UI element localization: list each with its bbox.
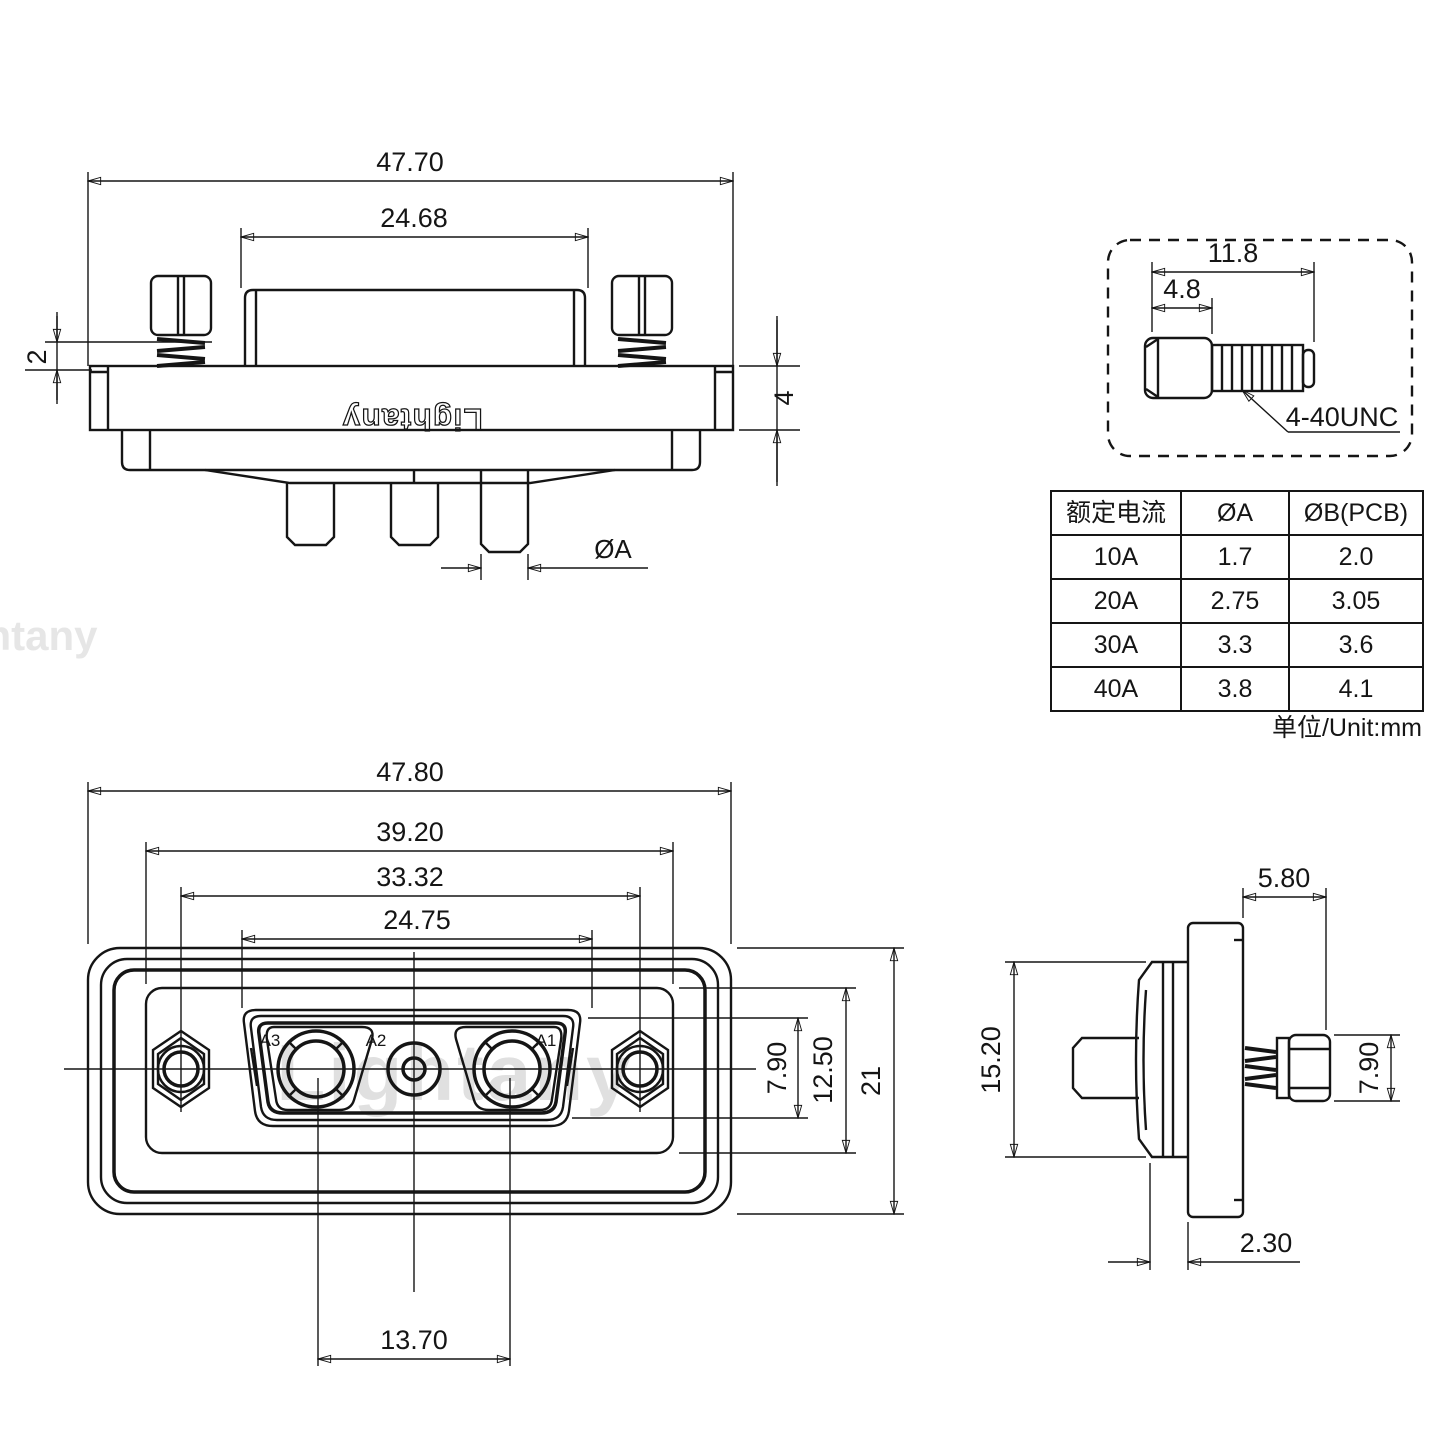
spec-header-dia-a: ØA [1180, 490, 1290, 536]
spec-cell: 2.75 [1180, 578, 1290, 624]
front-dim-overall-width: 47.80 [376, 757, 444, 787]
shell-inner [256, 1021, 568, 1115]
spec-table: 额定电流 ØA ØB(PCB) 10A 1.7 2.0 20A 2.75 3.0… [1050, 490, 1424, 712]
side-screw-thread [1244, 1046, 1277, 1090]
top-dim-flange-thickness: 4 [769, 390, 799, 405]
spec-cell: 40A [1050, 666, 1182, 712]
side-view: 5.80 15.20 7.90 2.30 [976, 863, 1400, 1270]
pin-label-a1: A1 [536, 1031, 557, 1050]
front-boss [144, 986, 675, 1155]
front-dim-boss-width: 39.20 [376, 817, 444, 847]
front-dim-power-pitch: 13.70 [380, 1325, 448, 1355]
side-dim-front-depth: 5.80 [1258, 863, 1311, 893]
thumbscrew [1143, 336, 1316, 400]
spec-cell: 3.3 [1180, 622, 1290, 668]
solder-pin-left [285, 483, 336, 547]
spec-row-30a: 30A 3.3 3.6 [1050, 622, 1424, 668]
contact-a1 [472, 1029, 552, 1109]
jackscrew-right [610, 274, 674, 368]
top-dim-standoff: 2 [22, 349, 52, 364]
top-dim-insert-width: 24.68 [380, 203, 448, 233]
watermark-edge-text: Lightany [0, 612, 98, 659]
spec-cell: 3.05 [1288, 578, 1424, 624]
spec-cell: 2.0 [1288, 534, 1424, 580]
side-contact-pin [1071, 1036, 1139, 1100]
spec-cell: 1.7 [1180, 534, 1290, 580]
solder-pin-right [479, 470, 530, 554]
shell-mid [249, 1014, 575, 1122]
spec-cell: 3.6 [1288, 622, 1424, 668]
spec-table-header-row: 额定电流 ØA ØB(PCB) [1050, 490, 1424, 536]
contact-a3 [276, 1029, 356, 1109]
front-dim-shell-height: 7.90 [762, 1042, 792, 1095]
unit-note: 单位/Unit:mm [1271, 714, 1422, 742]
front-outline-3 [112, 968, 707, 1194]
pin-label-a3: A3 [260, 1031, 281, 1050]
side-dim-rear-gap: 2.30 [1240, 1228, 1293, 1258]
front-dim-shell-width: 24.75 [383, 905, 451, 935]
side-body [1134, 960, 1188, 1159]
top-view: 47.70 24.68 2 4 ØA [22, 147, 800, 580]
spec-header-dia-b: ØB(PCB) [1288, 490, 1424, 536]
front-dim-boss-height: 12.50 [808, 1036, 838, 1104]
solder-pin-middle [389, 483, 440, 547]
side-screw-head [1287, 1033, 1332, 1103]
side-dim-body-height: 15.20 [976, 1026, 1006, 1094]
side-flange [1186, 921, 1245, 1219]
front-dim-mount-spacing: 33.32 [376, 862, 444, 892]
shell-outer [242, 1008, 582, 1128]
screw-dim-head-length: 4.8 [1163, 274, 1201, 304]
spec-cell: 3.8 [1180, 666, 1290, 712]
flange [88, 364, 735, 432]
hex-nut-right [610, 1029, 670, 1109]
side-dim-screw-head: 7.90 [1354, 1042, 1384, 1095]
front-view: 47.80 39.20 33.32 24.75 13.70 7.90 12.50… [64, 757, 904, 1366]
rear-body [120, 430, 702, 472]
front-outline-1 [86, 946, 733, 1216]
insert-cap [243, 288, 587, 366]
top-dim-overall-width: 47.70 [376, 147, 444, 177]
spec-header-current: 额定电流 [1050, 490, 1182, 536]
spec-row-20a: 20A 2.75 3.05 [1050, 578, 1424, 624]
screw-detail-view: 11.8 4.8 4-40UNC [1106, 238, 1414, 458]
detail-border [1106, 238, 1414, 458]
pocket-a1 [454, 1025, 563, 1112]
pin-label-a2: A2 [366, 1031, 387, 1050]
brand-logo: Lightany [341, 402, 482, 437]
jackscrew-left [149, 274, 213, 368]
hex-nut-left [151, 1029, 211, 1109]
top-label-pin-dia: ØA [594, 534, 632, 564]
pocket-a3 [265, 1025, 374, 1112]
spec-cell: 20A [1050, 578, 1182, 624]
spec-cell: 10A [1050, 534, 1182, 580]
screw-thread-spec: 4-40UNC [1286, 402, 1399, 432]
front-outline-2 [99, 957, 720, 1205]
contact-a2 [386, 1041, 442, 1097]
screw-dim-total-length: 11.8 [1208, 238, 1259, 268]
spec-row-40a: 40A 3.8 4.1 [1050, 666, 1424, 712]
front-dim-overall-height: 21 [856, 1066, 886, 1096]
spec-cell: 4.1 [1288, 666, 1424, 712]
spec-cell: 30A [1050, 622, 1182, 668]
spec-row-10a: 10A 1.7 2.0 [1050, 534, 1424, 580]
